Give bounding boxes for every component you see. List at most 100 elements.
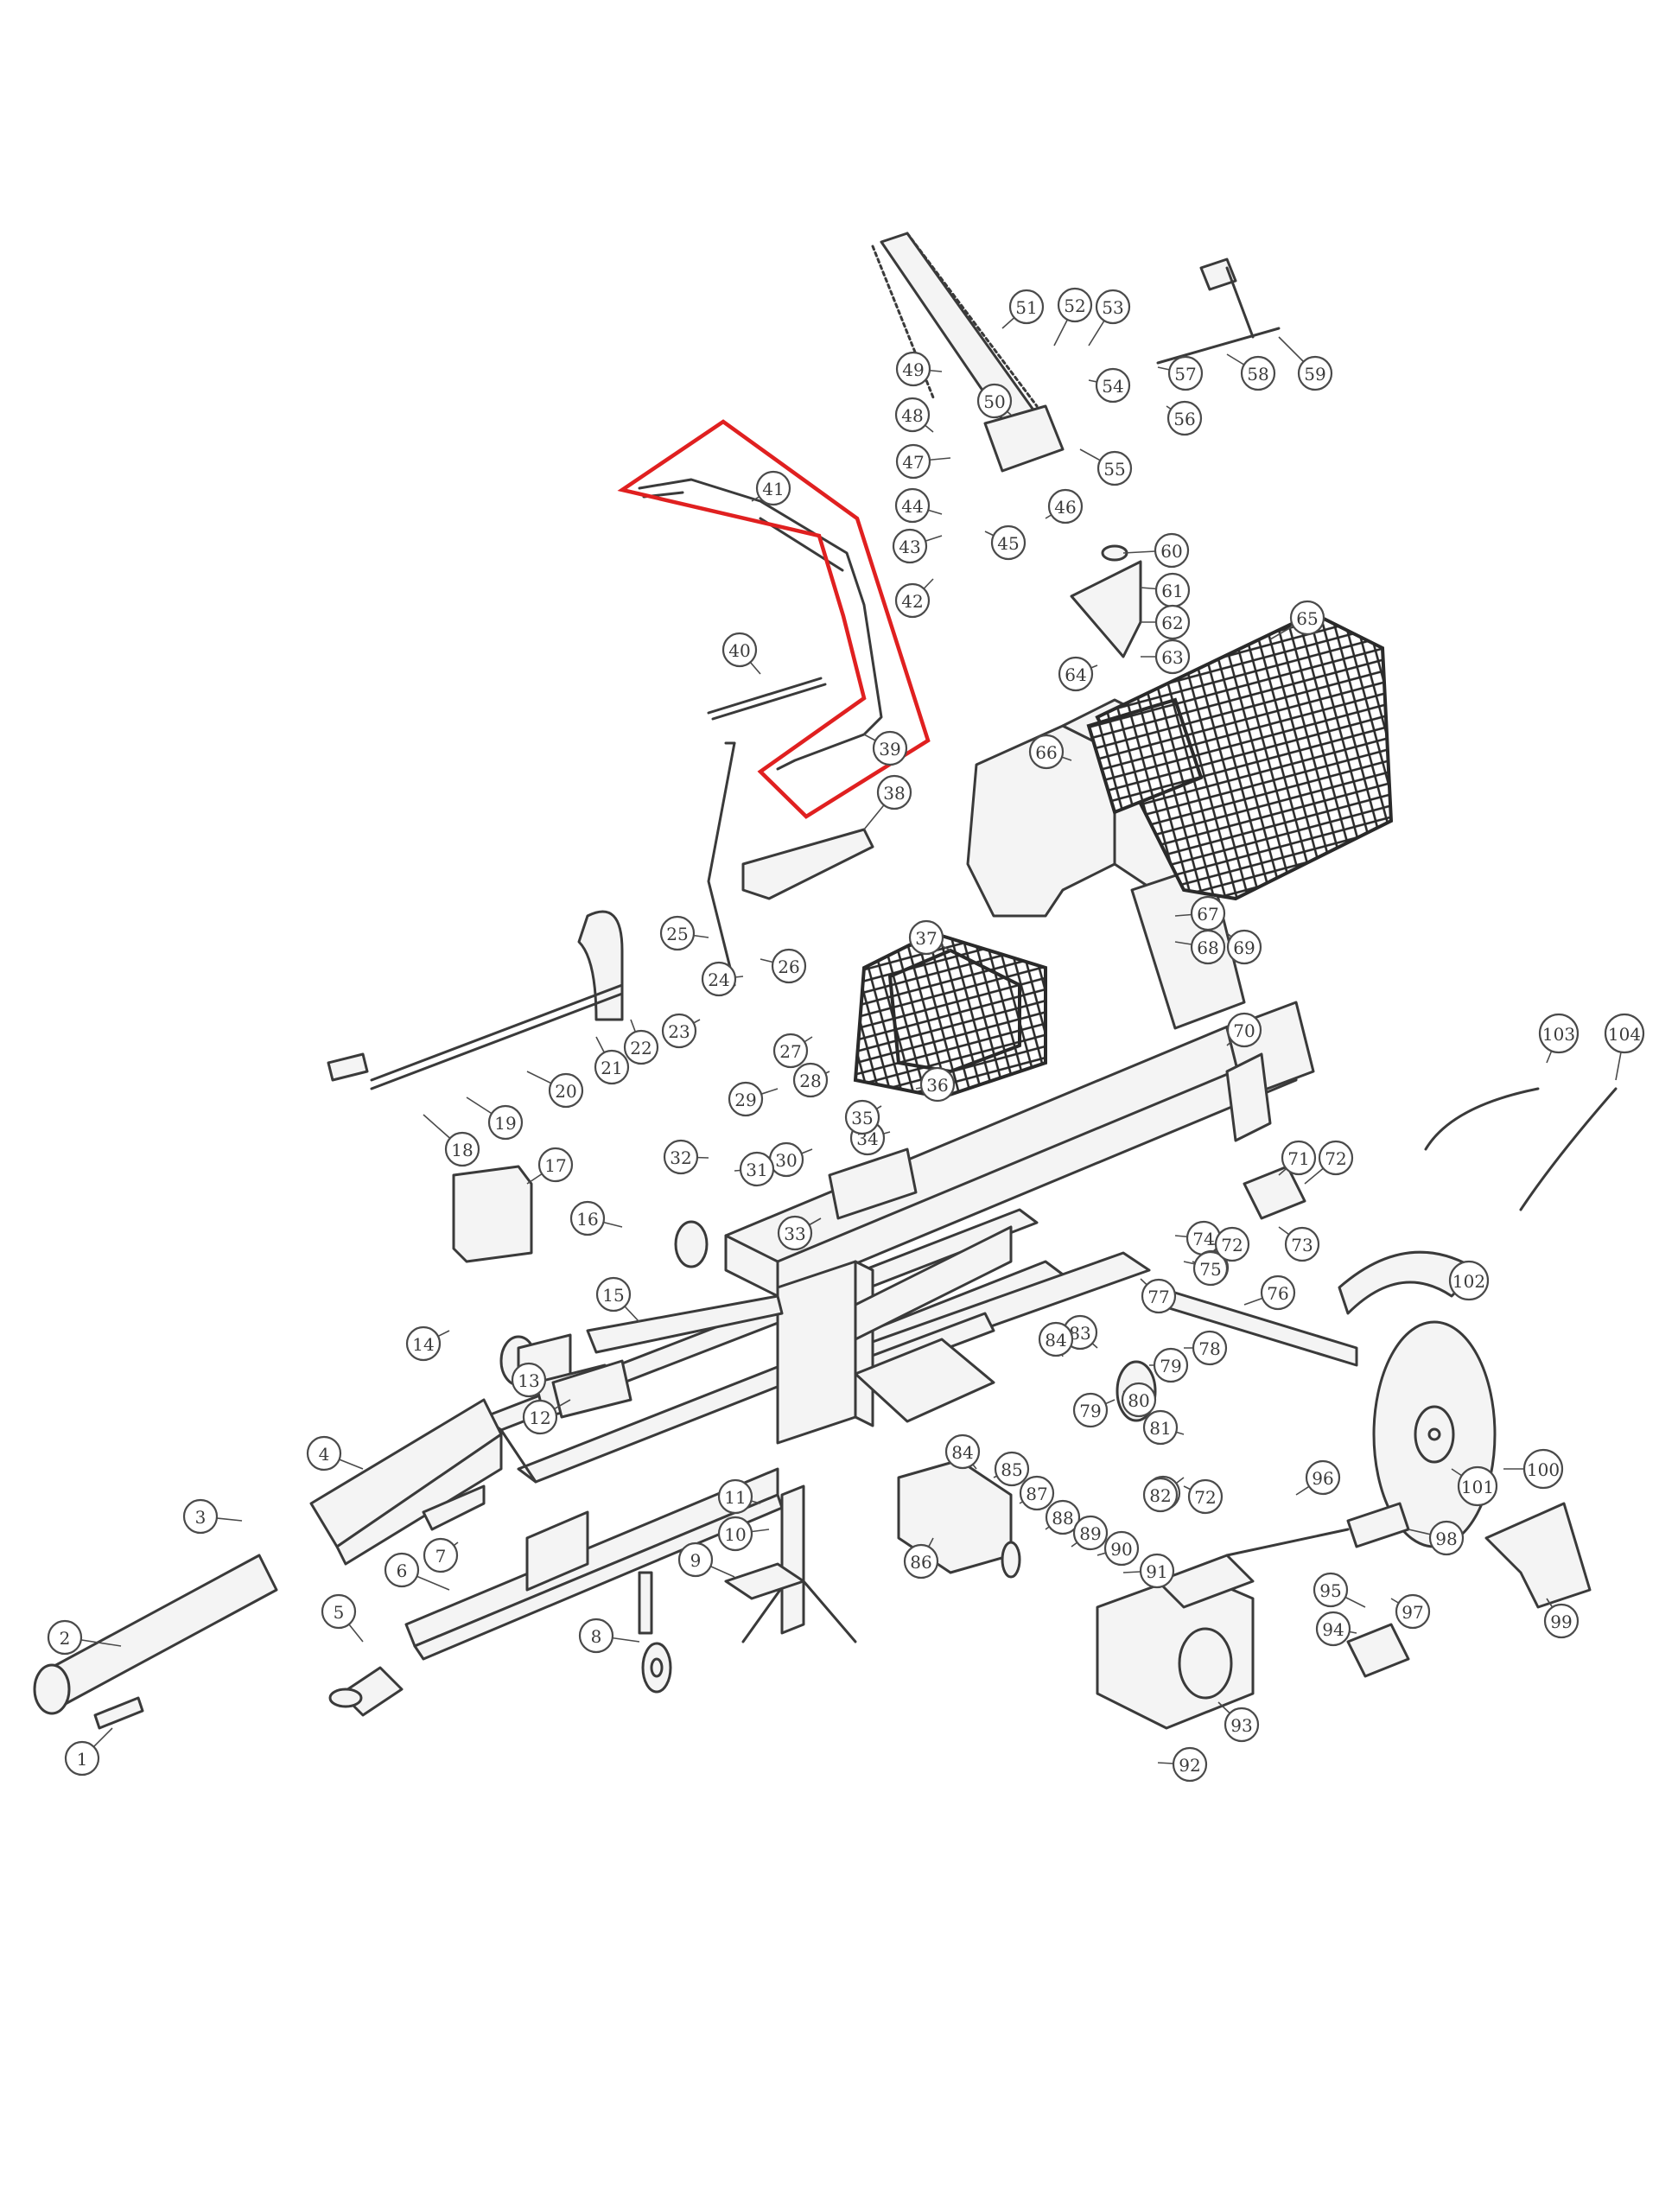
callout-number: 68 bbox=[1197, 938, 1218, 958]
callout-number: 52 bbox=[1064, 296, 1085, 316]
callout-number: 92 bbox=[1179, 1755, 1200, 1776]
callout-circle bbox=[595, 1276, 632, 1313]
callout-circle bbox=[1047, 488, 1084, 524]
callout-number: 53 bbox=[1102, 297, 1123, 318]
callout-circle bbox=[721, 632, 758, 668]
callout-number: 55 bbox=[1103, 459, 1125, 480]
ratchet-quadrant bbox=[577, 910, 624, 1021]
callout-37: 37 bbox=[908, 919, 951, 956]
callout-15: 15 bbox=[595, 1276, 640, 1323]
jack-wheel bbox=[638, 1571, 672, 1694]
callout-102: 102 bbox=[1448, 1260, 1490, 1301]
callout-number: 77 bbox=[1147, 1287, 1169, 1307]
callout-circle bbox=[444, 1131, 480, 1167]
callout-circle bbox=[1139, 1553, 1175, 1589]
callout-94: 94 bbox=[1315, 1611, 1357, 1647]
callout-50: 50 bbox=[976, 383, 1013, 419]
callout-17: 17 bbox=[526, 1147, 574, 1185]
axle-beam bbox=[1156, 1286, 1358, 1367]
callout-number: 49 bbox=[902, 359, 924, 380]
callout-number: 57 bbox=[1174, 364, 1196, 385]
callout-circle bbox=[1095, 289, 1131, 325]
callout-25: 25 bbox=[659, 915, 709, 951]
callout-number: 98 bbox=[1435, 1529, 1457, 1549]
foot-plate bbox=[854, 1338, 995, 1423]
callout-circle bbox=[1284, 1226, 1320, 1262]
callout-circle bbox=[1297, 355, 1333, 391]
callout-number: 75 bbox=[1199, 1259, 1221, 1280]
callout-circle bbox=[728, 1081, 764, 1117]
callout-47: 47 bbox=[895, 443, 951, 480]
callout-number: 25 bbox=[666, 924, 688, 944]
callout-number: 99 bbox=[1550, 1611, 1572, 1632]
beam-end-bracket bbox=[1225, 1052, 1272, 1142]
callout-62: 62 bbox=[1141, 604, 1191, 640]
center-post bbox=[776, 1225, 1013, 1445]
callout-46: 46 bbox=[1045, 488, 1084, 524]
callout-number: 27 bbox=[779, 1041, 801, 1062]
callout-89: 89 bbox=[1071, 1515, 1109, 1551]
callout-circle bbox=[990, 524, 1027, 561]
callout-circle bbox=[1028, 734, 1065, 770]
callout-number: 47 bbox=[902, 452, 924, 473]
callout-circle bbox=[976, 383, 1013, 419]
callout-number: 37 bbox=[915, 928, 937, 949]
callout-circle bbox=[537, 1147, 574, 1183]
callout-100: 100 bbox=[1503, 1448, 1564, 1490]
callout-circle bbox=[919, 1066, 956, 1103]
callout-number: 24 bbox=[708, 969, 729, 990]
callout-number: 85 bbox=[1001, 1459, 1022, 1480]
callout-circle bbox=[894, 397, 931, 433]
callout-91: 91 bbox=[1122, 1553, 1175, 1589]
callout-circle bbox=[777, 1215, 813, 1251]
callout-circle bbox=[659, 915, 696, 951]
callout-circle bbox=[876, 774, 912, 810]
callout-30: 30 bbox=[768, 1141, 813, 1178]
callout-number: 95 bbox=[1319, 1580, 1341, 1601]
callout-number: 4 bbox=[319, 1444, 330, 1465]
callout-61: 61 bbox=[1140, 572, 1191, 608]
callout-7: 7 bbox=[423, 1537, 459, 1573]
callout-circle bbox=[522, 1399, 558, 1435]
hitch-coupler bbox=[328, 1666, 404, 1717]
callout-circle bbox=[548, 1072, 584, 1109]
callout-32: 32 bbox=[663, 1139, 709, 1175]
callout-circle bbox=[1038, 1321, 1074, 1357]
callout-circle bbox=[872, 730, 908, 766]
callout-circle bbox=[1167, 355, 1204, 391]
callout-number: 15 bbox=[602, 1285, 624, 1306]
callout-number: 102 bbox=[1452, 1271, 1485, 1292]
callout-number: 86 bbox=[910, 1552, 931, 1573]
callout-circle bbox=[772, 1033, 809, 1069]
callout-55: 55 bbox=[1079, 448, 1133, 486]
callout-circle bbox=[792, 1062, 829, 1098]
callout-circle bbox=[1192, 1330, 1228, 1366]
callout-circle bbox=[1604, 1013, 1645, 1054]
callout-5: 5 bbox=[321, 1593, 364, 1643]
detent-valve bbox=[1225, 1502, 1410, 1557]
callout-circle bbox=[1305, 1459, 1341, 1496]
callout-90: 90 bbox=[1096, 1530, 1140, 1567]
hydraulic-hoses bbox=[1424, 1087, 1618, 1211]
callout-circle bbox=[182, 1498, 219, 1535]
valve-block bbox=[1346, 1623, 1410, 1678]
callout-number: 40 bbox=[728, 640, 750, 661]
callout-number: 104 bbox=[1608, 1024, 1641, 1045]
callout-51: 51 bbox=[1001, 289, 1045, 329]
callout-52: 52 bbox=[1053, 287, 1093, 346]
battery-box bbox=[452, 1165, 533, 1263]
callout-81: 81 bbox=[1142, 1409, 1185, 1446]
callout-number: 16 bbox=[576, 1209, 598, 1230]
callout-number: 84 bbox=[1045, 1330, 1066, 1351]
callout-number: 96 bbox=[1312, 1468, 1333, 1489]
callout-87: 87 bbox=[1019, 1475, 1055, 1511]
callout-number: 72 bbox=[1325, 1148, 1346, 1169]
callout-27: 27 bbox=[772, 1033, 813, 1069]
callout-circle bbox=[487, 1104, 524, 1141]
callout-56: 56 bbox=[1166, 400, 1203, 436]
upper-mesh-guard bbox=[1086, 611, 1394, 901]
callout-23: 23 bbox=[661, 1013, 701, 1049]
callout-88: 88 bbox=[1045, 1499, 1081, 1535]
callout-number: 38 bbox=[883, 783, 905, 804]
callout-circle bbox=[1448, 1260, 1490, 1301]
